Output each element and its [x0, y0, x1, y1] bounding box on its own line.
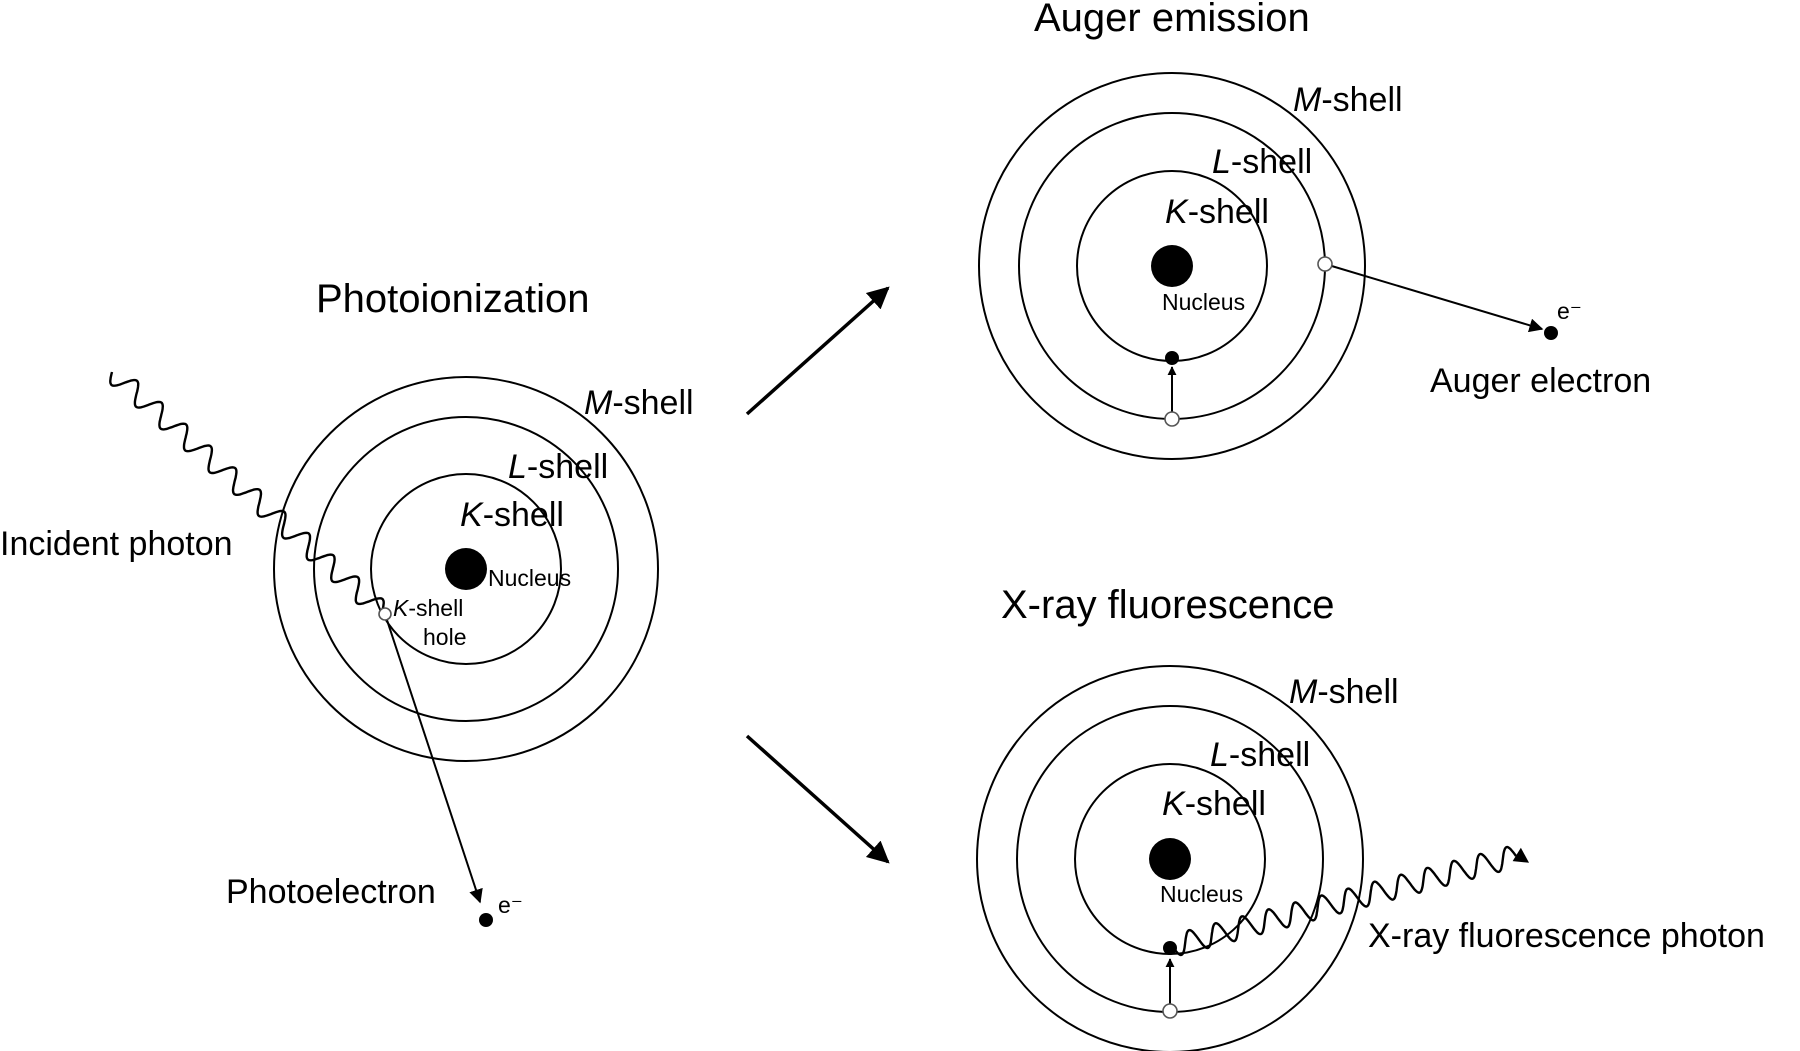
photoionization-title: Photoionization: [316, 277, 590, 321]
nucleus-label: Nucleus: [1160, 881, 1243, 907]
auger-electron-arrow: [1324, 263, 1544, 333]
m-shell-label: M-shell: [1293, 81, 1403, 119]
nucleus-dot: [1149, 838, 1191, 880]
photoelectron-label: Photoelectron: [226, 873, 436, 911]
photoelectron-arrow: [384, 613, 483, 904]
fluorescence-photon-arrowhead: [1512, 847, 1530, 863]
l-shell-vacancy: [1164, 411, 1180, 427]
m-shell-label: M-shell: [584, 384, 694, 422]
photoionization-panel: Photoionization M-shell L-shell K-shell …: [0, 277, 694, 927]
k-shell-hole-word: hole: [423, 624, 466, 650]
nucleus-label: Nucleus: [488, 565, 571, 591]
k-shell-label: K-shell: [1165, 193, 1269, 231]
fluorescence-photon-label: X-ray fluorescence photon: [1368, 917, 1765, 955]
arrow-to-xrf: [745, 734, 890, 864]
k-shell-hole-label: K-shell: [393, 595, 463, 621]
incident-photon-label: Incident photon: [0, 525, 233, 563]
l-shell-label: L-shell: [1210, 736, 1310, 774]
auger-electron-label: Auger electron: [1430, 362, 1651, 400]
k-shell-label: K-shell: [460, 496, 564, 534]
k-shell-electron: [1163, 941, 1177, 955]
k-shell-electron: [1165, 351, 1179, 365]
auger-panel: Auger emission M-shell L-shell K-shell N…: [978, 0, 1651, 460]
photoelectron-symbol: e⁻: [498, 892, 523, 918]
k-shell-label: K-shell: [1162, 785, 1266, 823]
nucleus-dot: [1151, 245, 1193, 287]
m-shell-orbit: [978, 72, 1366, 460]
l-shell-label: L-shell: [1212, 143, 1312, 181]
k-shell-orbit: [370, 473, 562, 665]
arrow-to-auger: [745, 286, 890, 416]
k-shell-hole: [378, 607, 392, 621]
nucleus-dot: [445, 548, 487, 590]
xrf-title: X-ray fluorescence: [1001, 583, 1334, 627]
l-shell-orbit: [313, 416, 619, 722]
auger-title: Auger emission: [1034, 0, 1310, 40]
m-shell-label: M-shell: [1289, 673, 1399, 711]
fluorescence-photon-wave: [1171, 845, 1517, 957]
auger-electron-symbol: e⁻: [1557, 298, 1582, 324]
m-shell-orbit: [273, 376, 659, 762]
incident-photon-wave: [109, 371, 385, 613]
photoelectron-dot: [479, 913, 493, 927]
l-shell-label: L-shell: [508, 448, 608, 486]
m-shell-orbit: [976, 665, 1364, 1051]
m-shell-vacancy: [1317, 256, 1333, 272]
auger-electron-dot: [1544, 326, 1558, 340]
l-shell-vacancy: [1162, 1003, 1178, 1019]
xrf-panel: X-ray fluorescence M-shell L-shell K-she…: [976, 583, 1765, 1051]
nucleus-label: Nucleus: [1162, 289, 1245, 315]
